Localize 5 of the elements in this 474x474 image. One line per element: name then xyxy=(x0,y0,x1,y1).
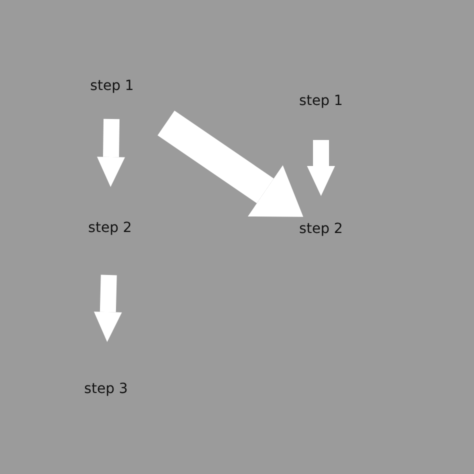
step-label: step 2 xyxy=(82,217,138,239)
step-label: step 3 xyxy=(78,378,134,400)
step-label: step 2 xyxy=(293,218,349,240)
step-label: step 1 xyxy=(84,75,140,97)
step-label: step 1 xyxy=(293,90,349,112)
